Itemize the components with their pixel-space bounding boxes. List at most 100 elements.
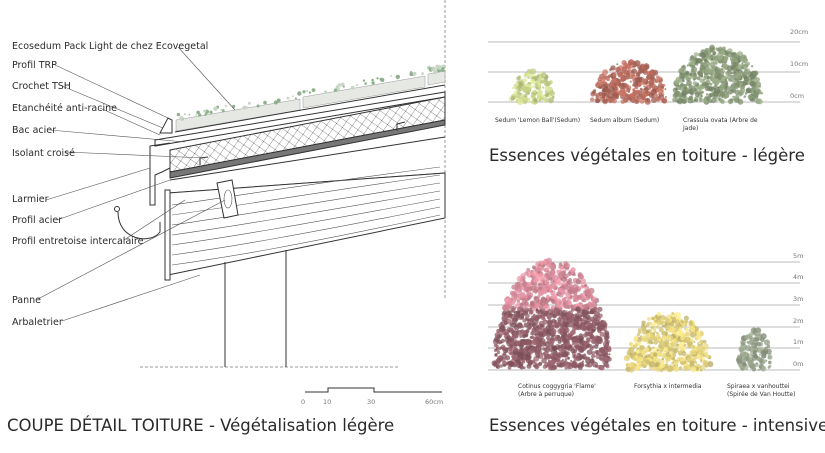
foliage-dot — [632, 89, 636, 92]
foliage-dot — [568, 324, 572, 328]
foliage-dot — [691, 88, 696, 93]
foliage-dot — [513, 347, 518, 352]
sedum-dot — [198, 113, 202, 117]
foliage-dot — [735, 54, 739, 57]
foliage-dot — [580, 278, 587, 285]
foliage-dot — [587, 356, 591, 360]
foliage-dot — [516, 310, 521, 315]
foliage-dot — [649, 334, 654, 338]
foliage-dot — [650, 325, 655, 329]
foliage-dot — [620, 99, 626, 104]
foliage-dot — [530, 336, 534, 339]
sedum-dot — [437, 69, 441, 73]
foliage-dot — [754, 338, 758, 343]
foliage-dot — [624, 65, 628, 69]
foliage-dot — [689, 59, 696, 66]
foliage-dot — [514, 340, 520, 346]
foliage-dot — [524, 346, 530, 352]
sedum-dot — [176, 112, 181, 117]
foliage-dot — [764, 339, 770, 346]
foliage-dot — [590, 91, 596, 97]
foliage-dot — [704, 68, 710, 74]
foliage-dot — [641, 350, 647, 356]
foliage-dot — [542, 86, 545, 89]
foliage-dot — [570, 329, 576, 335]
foliage-dot — [521, 308, 526, 313]
plant-label: Cotinus coggygria 'Flame' — [518, 383, 596, 390]
foliage-dot — [651, 316, 654, 319]
foliage-dot — [603, 364, 606, 367]
sedum-dot — [263, 100, 267, 105]
foliage-dot — [564, 340, 567, 343]
label-bac-acier: Bac acier — [12, 125, 56, 136]
foliage-dot — [584, 293, 588, 297]
foliage-dot — [749, 81, 756, 87]
foliage-dot — [679, 326, 682, 330]
foliage-dot — [705, 85, 708, 89]
foliage-dot — [547, 338, 553, 344]
foliage-dot — [685, 70, 689, 75]
sedum-dot — [180, 117, 183, 120]
foliage-dot — [578, 345, 584, 352]
foliage-dot — [695, 334, 702, 340]
foliage-dot — [598, 364, 604, 371]
foliage-dot — [567, 319, 573, 325]
foliage-dot — [639, 349, 642, 352]
foliage-dot — [570, 281, 573, 284]
sedum-dot — [183, 113, 186, 116]
foliage-dot — [603, 92, 607, 97]
foliage-dot — [546, 332, 551, 337]
foliage-dot — [599, 347, 606, 353]
foliage-dot — [509, 338, 513, 342]
foliage-dot — [629, 362, 635, 368]
foliage-dot — [740, 86, 744, 90]
foliage-dot — [562, 301, 567, 306]
foliage-dot — [494, 353, 498, 357]
foliage-dot — [642, 362, 647, 367]
foliage-dot — [497, 335, 502, 339]
foliage-dot — [595, 92, 599, 96]
foliage-dot — [597, 76, 602, 82]
foliage-dot — [702, 82, 706, 86]
foliage-dot — [558, 292, 564, 298]
foliage-dot — [519, 302, 524, 307]
foliage-dot — [524, 329, 529, 334]
foliage-dot — [572, 283, 579, 291]
foliage-dot — [742, 57, 749, 63]
height-tick: 3m — [793, 295, 803, 303]
foliage-dot — [655, 316, 659, 320]
foliage-dot — [657, 87, 664, 94]
foliage-dot — [685, 331, 690, 337]
foliage-dot — [588, 302, 595, 308]
foliage-dot — [685, 328, 689, 332]
sedum-dot — [220, 108, 223, 112]
foliage-dot — [640, 88, 646, 94]
foliage-dot — [505, 318, 508, 321]
foliage-dot — [577, 279, 581, 283]
foliage-dot — [589, 309, 595, 315]
foliage-dot — [544, 279, 549, 285]
foliage-dot — [540, 260, 544, 265]
foliage-dot — [670, 322, 675, 327]
foliage-dot — [533, 296, 540, 303]
foliage-dot — [575, 314, 580, 319]
foliage-dot — [681, 351, 687, 357]
foliage-dot — [682, 365, 689, 372]
foliage-dot — [606, 92, 613, 99]
foliage-dot — [509, 291, 515, 296]
foliage-dot — [542, 287, 548, 293]
foliage-dot — [557, 339, 562, 344]
sedum-dot — [242, 105, 247, 110]
foliage-dot — [658, 78, 663, 83]
foliage-dot — [646, 333, 651, 338]
foliage-dot — [661, 357, 665, 361]
foliage-dot — [634, 365, 641, 371]
foliage-dot — [625, 366, 631, 372]
foliage-dot — [573, 340, 576, 344]
foliage-dot — [757, 368, 761, 371]
foliage-dot — [513, 83, 518, 89]
foliage-dot — [655, 325, 660, 329]
foliage-dot — [679, 345, 686, 352]
foliage-dot — [513, 90, 518, 95]
foliage-dot — [683, 344, 687, 347]
